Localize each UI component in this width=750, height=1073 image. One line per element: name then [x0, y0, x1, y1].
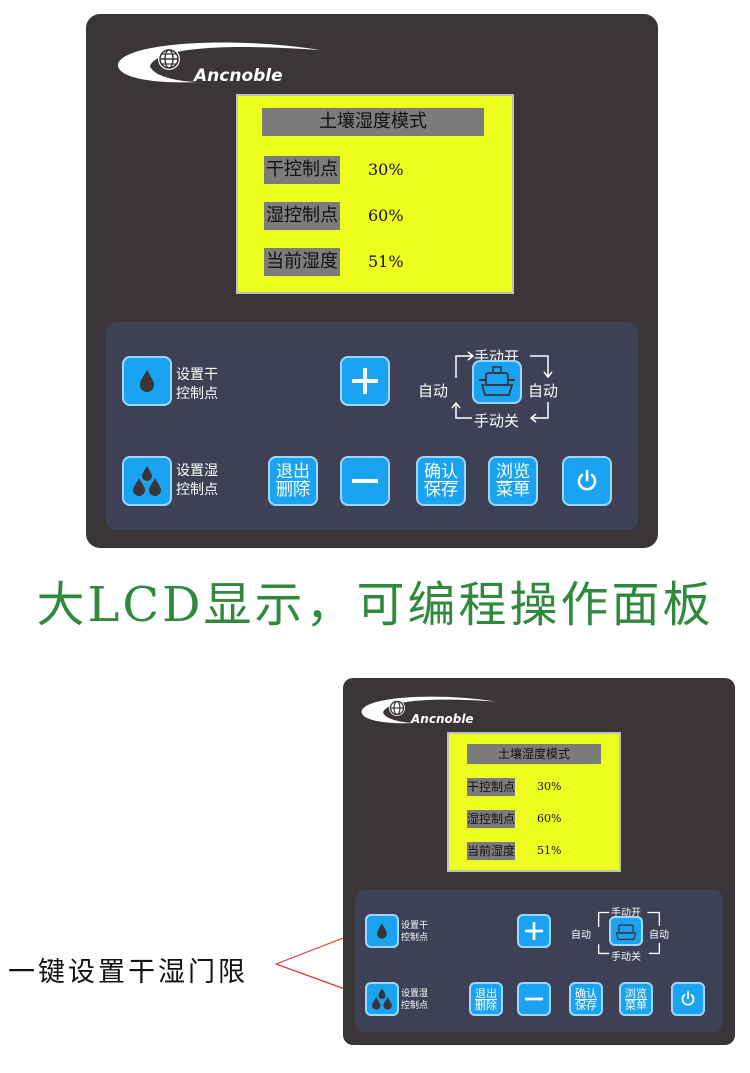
- mode-auto-right-label: 自动: [649, 930, 669, 941]
- confirm-save-button[interactable]: 确认 保存: [569, 982, 603, 1016]
- minus-button[interactable]: [517, 982, 551, 1016]
- lcd-wet-setpoint-value: 60%: [368, 206, 404, 225]
- lcd-current-humidity-value: 51%: [537, 844, 562, 857]
- lcd-mode-title: 土壤湿度模式: [262, 108, 484, 136]
- minus-icon: [525, 997, 543, 1001]
- keypad: 设置干 控制点 手动开 自动 自动 手动关: [106, 322, 638, 530]
- set-wet-setpoint-label: 设置湿 控制点: [176, 463, 218, 498]
- exit-delete-button[interactable]: 退出 删除: [469, 982, 503, 1016]
- power-button[interactable]: [671, 982, 705, 1016]
- mode-manual-off-label: 手动关: [611, 952, 641, 963]
- lcd-wet-setpoint-value: 60%: [537, 812, 562, 825]
- lcd-current-humidity-value: 51%: [368, 252, 404, 271]
- plus-button[interactable]: [517, 914, 551, 948]
- mode-cycle-indicator: 手动开 自动 自动 手动关: [571, 898, 677, 964]
- minus-button[interactable]: [340, 456, 390, 506]
- brand-name-small: Ancnoble: [411, 712, 474, 726]
- irrigation-pump-icon: [615, 924, 637, 941]
- lcd-dry-setpoint-label: 干控制点: [467, 778, 516, 796]
- lcd-current-humidity-label: 当前湿度: [264, 248, 340, 276]
- exit-delete-button[interactable]: 退出 删除: [268, 456, 318, 506]
- power-button[interactable]: [562, 456, 612, 506]
- mode-auto-left-label: 自动: [571, 930, 591, 941]
- set-wet-setpoint-button[interactable]: [365, 982, 399, 1016]
- power-icon: [681, 991, 695, 1006]
- plus-button[interactable]: [340, 356, 390, 406]
- control-panel-small: Ancnoble 土壤湿度模式 干控制点 30% 湿控制点 60% 当前湿度 5…: [343, 678, 735, 1045]
- single-drop-icon: [140, 370, 154, 392]
- lcd-dry-setpoint-value: 30%: [368, 160, 404, 179]
- lcd-screen-small: 土壤湿度模式 干控制点 30% 湿控制点 60% 当前湿度 51%: [447, 732, 621, 872]
- mode-manual-on-label: 手动开: [611, 908, 641, 919]
- browse-menu-button[interactable]: 浏览 菜单: [619, 982, 653, 1016]
- lcd-mode-title: 土壤湿度模式: [467, 744, 601, 764]
- power-icon: [577, 469, 597, 491]
- double-drop-icon: [372, 988, 392, 1010]
- mode-toggle-button[interactable]: [472, 360, 522, 404]
- lcd-wet-setpoint-label: 湿控制点: [467, 810, 516, 828]
- mode-cycle-arrows: [597, 911, 661, 955]
- lcd-dry-setpoint-label: 干控制点: [264, 156, 340, 184]
- mode-auto-left-label: 自动: [418, 382, 449, 400]
- single-drop-icon: [377, 923, 387, 939]
- brand-name: Ancnoble: [194, 66, 283, 86]
- set-wet-setpoint-label: 设置湿 控制点: [401, 989, 429, 1012]
- minus-icon: [352, 479, 378, 483]
- set-dry-setpoint-button[interactable]: [365, 914, 399, 948]
- globe-icon: [158, 48, 180, 70]
- lcd-dry-setpoint-value: 30%: [537, 780, 562, 793]
- callout-label: 一键设置干湿门限: [8, 957, 248, 988]
- lcd-wet-setpoint-label: 湿控制点: [264, 202, 340, 230]
- globe-icon: [389, 700, 405, 716]
- mode-cycle-arrows: [451, 351, 553, 423]
- set-dry-setpoint-button[interactable]: [122, 356, 172, 406]
- double-drop-icon: [133, 466, 161, 496]
- set-dry-setpoint-label: 设置干 控制点: [401, 921, 429, 944]
- set-wet-setpoint-button[interactable]: [122, 456, 172, 506]
- mode-toggle-button[interactable]: [609, 916, 643, 946]
- headline: 大LCD显示，可编程操作面板: [36, 577, 714, 633]
- lcd-current-humidity-label: 当前湿度: [467, 842, 516, 860]
- irrigation-pump-icon: [479, 366, 515, 396]
- control-panel-large: Ancnoble 土壤湿度模式 干控制点 30% 湿控制点 60% 当前湿度 5…: [86, 14, 658, 548]
- plus-icon: [352, 368, 378, 394]
- plus-icon: [525, 922, 543, 940]
- brand-logo-small: Ancnoble: [359, 692, 509, 728]
- keypad-small: 设置干 控制点 手动开 自动 自动 手动关 设置湿 控制点: [355, 890, 723, 1032]
- mode-auto-right-label: 自动: [528, 382, 559, 400]
- set-dry-setpoint-label: 设置干 控制点: [176, 367, 218, 402]
- mode-manual-off-label: 手动关: [474, 412, 520, 430]
- lcd-screen: 土壤湿度模式 干控制点 30% 湿控制点 60% 当前湿度 51%: [236, 94, 514, 294]
- confirm-save-button[interactable]: 确认 保存: [416, 456, 466, 506]
- brand-logo: Ancnoble: [114, 36, 334, 86]
- browse-menu-button[interactable]: 浏览 菜单: [488, 456, 538, 506]
